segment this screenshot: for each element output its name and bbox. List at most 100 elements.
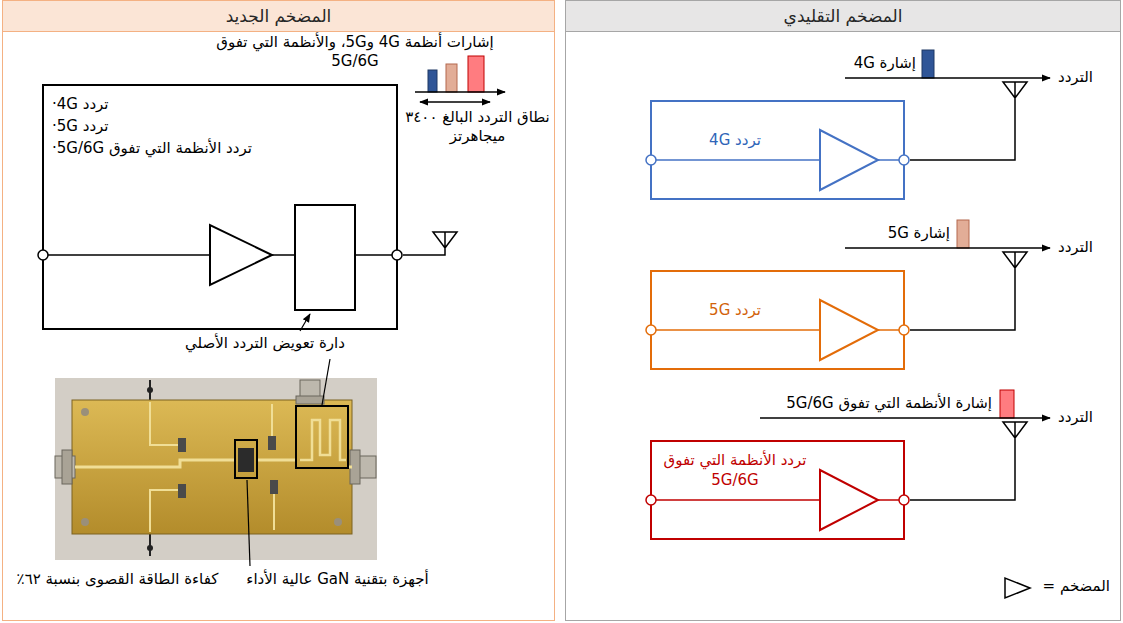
circuit-board bbox=[72, 400, 352, 534]
panel-heading: المضخم الجديد bbox=[3, 1, 554, 32]
highlight-frame bbox=[235, 440, 257, 478]
component bbox=[178, 484, 186, 498]
terminal bbox=[38, 250, 48, 260]
callout-label: دارة تعويض التردد الأصلي bbox=[140, 334, 390, 353]
amplifier-box: تردد 4G bbox=[650, 100, 905, 200]
label-holder: إشارة الأنظمة التي تفوق 5G/6G bbox=[786, 394, 992, 413]
connector bbox=[296, 396, 324, 404]
wire bbox=[355, 254, 393, 256]
amplifier-symbol bbox=[210, 225, 272, 285]
panel: المضخم التقليدي تردد 4G تردد 5G تردد الأنظم… bbox=[565, 0, 1121, 621]
terminal bbox=[899, 155, 909, 165]
frequency-list-item: تردد الأنظمة التي تفوق 5G/6G· bbox=[52, 138, 382, 160]
frequency-label: تردد 4G bbox=[660, 131, 810, 151]
label-holder: التردد bbox=[1058, 238, 1093, 257]
spectrum-bar bbox=[446, 64, 457, 92]
leader-line bbox=[322, 359, 330, 405]
antenna-symbol bbox=[910, 82, 1027, 160]
wideband-spectrum bbox=[415, 56, 505, 102]
frequency-axis bbox=[845, 247, 1050, 248]
terminal bbox=[899, 495, 909, 505]
frequency-list-item: تردد 5G· bbox=[52, 116, 382, 138]
axis-label: التردد bbox=[1058, 408, 1093, 427]
amplifier-symbol bbox=[820, 470, 878, 530]
highlight-frame bbox=[296, 406, 348, 468]
wire bbox=[878, 499, 900, 501]
label-holder: التردد bbox=[1058, 68, 1093, 87]
label-holder: إشارات أنظمة 4G و5G، والأنظمة التي تفوق … bbox=[205, 33, 505, 71]
frequency-axis bbox=[760, 417, 1050, 418]
legend-amplifier-symbol bbox=[1005, 578, 1030, 598]
antenna-symbol bbox=[403, 232, 457, 255]
spectrum-bar bbox=[468, 56, 484, 92]
amplifier-box: تردد 5G bbox=[650, 270, 905, 370]
panel: المضخم الجديد تردد 4G·تردد 5G·تردد الأنظم… bbox=[2, 0, 555, 621]
label-holder: التردد bbox=[1058, 408, 1093, 427]
wire bbox=[47, 254, 210, 256]
amplifier-box: تردد الأنظمة التي تفوق 5G/6G bbox=[650, 440, 905, 540]
screw bbox=[81, 408, 89, 416]
terminal bbox=[899, 325, 909, 335]
wire bbox=[655, 329, 820, 331]
bandwidth-arrow bbox=[420, 101, 490, 102]
wideband-circuit bbox=[47, 205, 457, 310]
terminal bbox=[646, 155, 656, 165]
antenna-symbol bbox=[910, 422, 1027, 500]
connector bbox=[62, 450, 72, 484]
frequency-list-item: تردد 4G· bbox=[52, 94, 382, 116]
terminal bbox=[646, 495, 656, 505]
terminal bbox=[646, 325, 656, 335]
matching-trace bbox=[300, 420, 346, 460]
axis-label: التردد bbox=[1058, 238, 1093, 257]
label-holder: إشارة 5G bbox=[888, 224, 950, 243]
label-holder: أجهزة بتقنية GaN عالية الأداء bbox=[225, 570, 450, 589]
gan-transistor bbox=[238, 448, 254, 472]
amplifier-symbol bbox=[820, 130, 878, 190]
signal-4g bbox=[655, 50, 1050, 190]
wire bbox=[878, 329, 900, 331]
amplifier-symbol bbox=[820, 300, 878, 360]
legend-text: المضخم = bbox=[1043, 577, 1110, 595]
panel-heading: المضخم التقليدي bbox=[566, 1, 1120, 32]
pcb-photo bbox=[55, 378, 377, 560]
terminal bbox=[392, 250, 402, 260]
screw bbox=[334, 518, 342, 526]
axis-label: التردد bbox=[1058, 68, 1093, 87]
bias-lead bbox=[149, 532, 151, 556]
compensation-circuit bbox=[295, 205, 355, 310]
bias-lead bbox=[147, 545, 153, 551]
spectrum-bar bbox=[922, 50, 934, 78]
frequency-label: تردد 5G bbox=[660, 301, 810, 321]
label-holder: إشارة 4G bbox=[854, 54, 916, 73]
label-holder: كفاءة الطاقة القصوى بنسبة ٦٢٪ bbox=[10, 570, 225, 589]
callout-label: أجهزة بتقنية GaN عالية الأداء bbox=[225, 570, 450, 589]
signal-label: إشارة الأنظمة التي تفوق 5G/6G bbox=[786, 394, 992, 413]
spectrum-bar bbox=[428, 70, 437, 92]
wire bbox=[878, 159, 900, 161]
signal-6g bbox=[655, 390, 1050, 530]
frequency-axis bbox=[415, 91, 505, 92]
spectrum-bar bbox=[957, 220, 969, 248]
bandwidth-label: نطاق التردد البالغ ٣٤٠٠ ميجاهرتز bbox=[405, 108, 550, 146]
note-label: كفاءة الطاقة القصوى بنسبة ٦٢٪ bbox=[10, 570, 225, 589]
label-holder: دارة تعويض التردد الأصلي bbox=[140, 334, 390, 353]
spectrum-bar bbox=[1000, 390, 1014, 418]
legend-entry: المضخم = bbox=[1043, 577, 1110, 595]
screw bbox=[81, 518, 89, 526]
signal-label: إشارة 4G bbox=[854, 54, 916, 73]
label-holder: نطاق التردد البالغ ٣٤٠٠ ميجاهرتز bbox=[405, 108, 550, 146]
amplifier-box: تردد 4G·تردد 5G·تردد الأنظمة التي تفوق 5… bbox=[42, 84, 398, 330]
component bbox=[268, 436, 276, 450]
wire bbox=[655, 499, 820, 501]
leader-line bbox=[247, 480, 250, 566]
wire bbox=[272, 254, 295, 256]
frequency-label: تردد الأنظمة التي تفوق 5G/6G bbox=[660, 451, 810, 490]
signal-5g bbox=[655, 220, 1050, 360]
antenna-symbol bbox=[910, 252, 1027, 330]
signal-label: إشارات أنظمة 4G و5G، والأنظمة التي تفوق … bbox=[205, 33, 505, 71]
wire bbox=[655, 159, 820, 161]
